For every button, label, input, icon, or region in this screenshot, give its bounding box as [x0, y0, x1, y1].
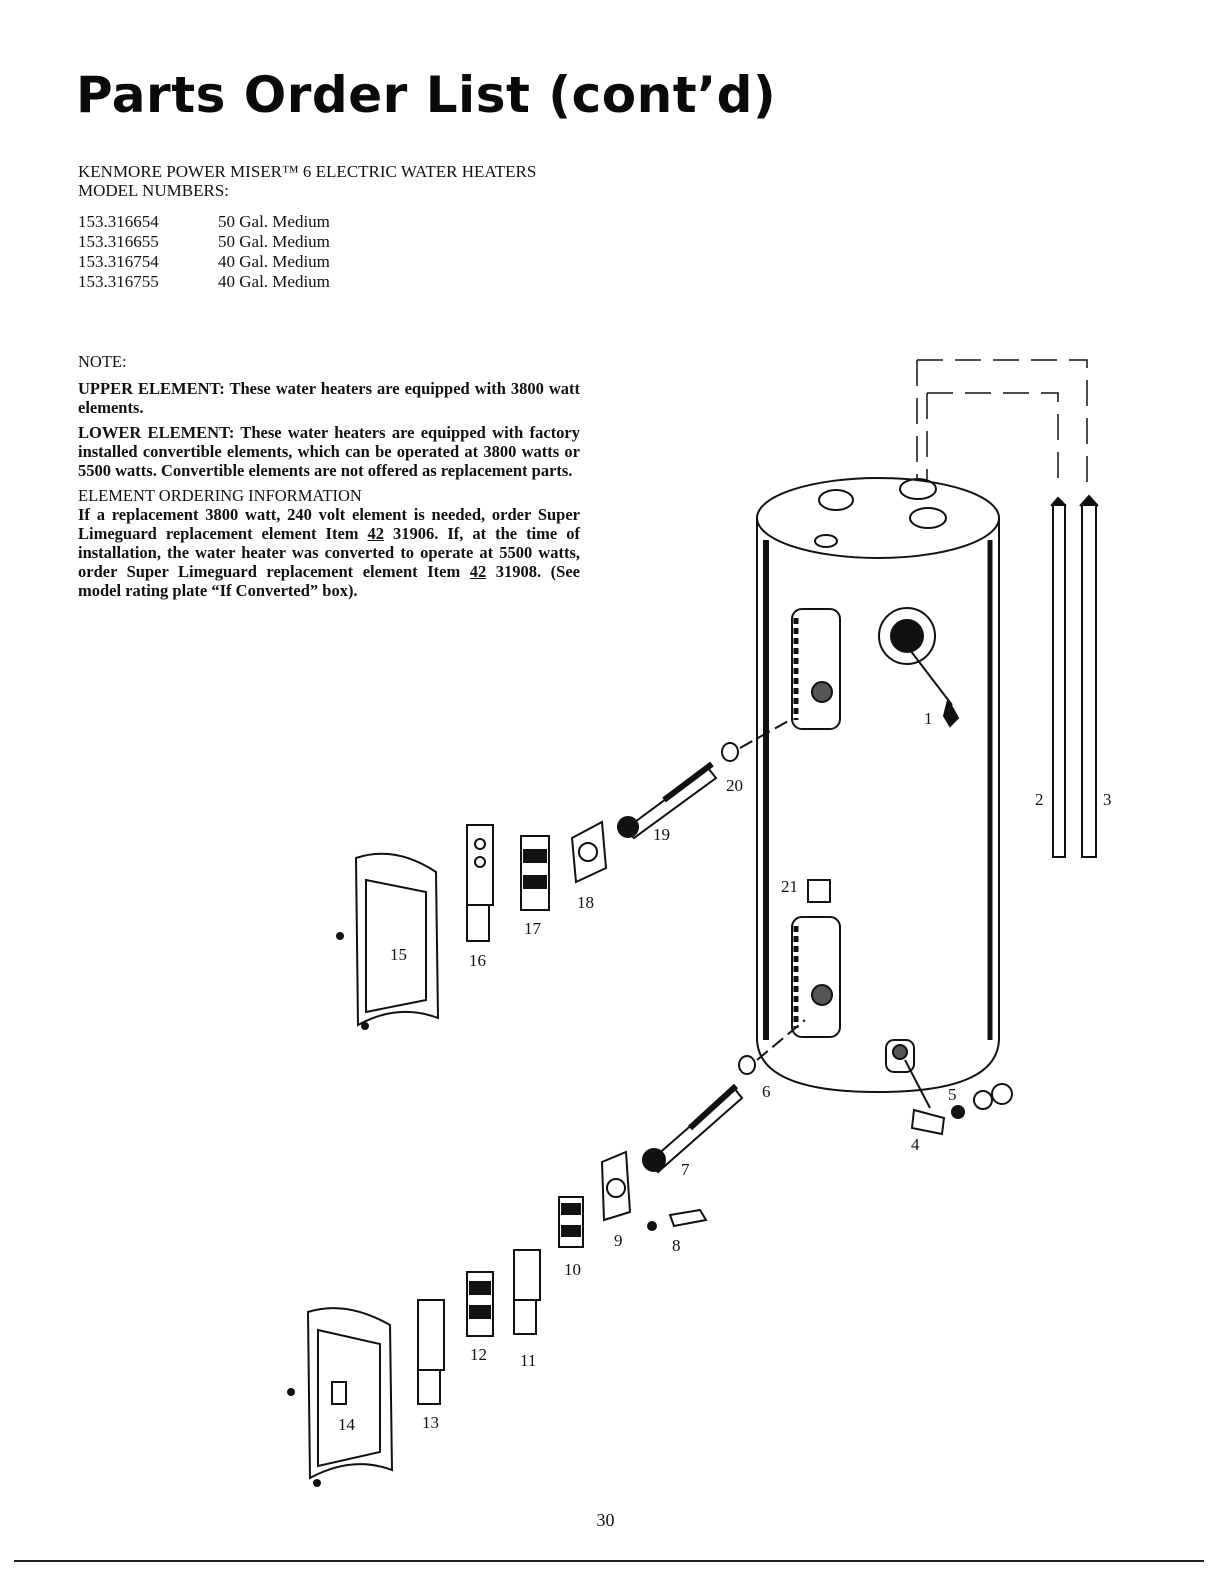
- ordering-text-2: 31906. If, at the time of installation, …: [78, 524, 580, 581]
- model-list: 153.316654 50 Gal. Medium 153.316655 50 …: [78, 212, 330, 292]
- part-label: 17: [524, 919, 542, 938]
- model-row: 153.316654 50 Gal. Medium: [78, 212, 330, 232]
- ordering-text-1: If a replacement 3800 watt, 240 volt ele…: [78, 505, 580, 543]
- upper-access-opening: [791, 608, 841, 730]
- access-cover: [306, 1307, 394, 1480]
- model-desc: 40 Gal. Medium: [218, 272, 330, 291]
- product-name: KENMORE POWER MISER™ 6 ELECTRIC WATER HE…: [78, 162, 537, 181]
- page-title: Parts Order List (cont’d): [76, 66, 777, 124]
- upper-element-text: These water heaters are equipped with 38…: [78, 379, 580, 417]
- lower-element-title: LOWER ELEMENT:: [78, 423, 235, 442]
- lower-access-opening: [791, 916, 841, 1038]
- model-number: 153.316754: [78, 252, 159, 271]
- part-label: 4: [911, 1135, 920, 1154]
- part-label: 16: [469, 951, 486, 970]
- model-row: 153.316754 40 Gal. Medium: [78, 252, 330, 272]
- model-row: 153.316755 40 Gal. Medium: [78, 272, 330, 292]
- part-label: 1: [924, 709, 933, 728]
- part-label: 11: [520, 1351, 536, 1370]
- part-label: 3: [1103, 790, 1112, 809]
- model-desc: 50 Gal. Medium: [218, 232, 330, 251]
- part-label: 5: [948, 1085, 957, 1104]
- part-label: 8: [672, 1236, 681, 1255]
- part-label: 15: [390, 945, 407, 964]
- part-label: 9: [614, 1231, 623, 1250]
- part-label: 20: [726, 776, 743, 795]
- ordering-item-number: 42: [367, 524, 385, 543]
- access-cover: [354, 852, 440, 1027]
- lower-element-text: These water heaters are equipped with fa…: [78, 423, 581, 480]
- part-label: 2: [1035, 790, 1044, 809]
- note-label: NOTE:: [78, 352, 127, 371]
- ordering-title: ELEMENT ORDERING INFORMATION: [78, 486, 362, 505]
- upper-element-title: UPPER ELEMENT:: [78, 379, 225, 398]
- part-label: 19: [653, 825, 670, 844]
- part-label: 12: [470, 1345, 487, 1364]
- model-row: 153.316655 50 Gal. Medium: [78, 232, 330, 252]
- note-section: NOTE: UPPER ELEMENT: These water heaters…: [78, 352, 580, 600]
- lower-element-note: LOWER ELEMENT: These water heaters are e…: [78, 423, 580, 480]
- part-label: 7: [681, 1160, 690, 1179]
- part-label: 18: [577, 893, 594, 912]
- anode-rod: [1052, 504, 1066, 858]
- model-number: 153.316755: [78, 272, 159, 291]
- model-number: 153.316654: [78, 212, 159, 231]
- model-number: 153.316655: [78, 232, 159, 251]
- ordering-info: ELEMENT ORDERING INFORMATION If a replac…: [78, 486, 580, 600]
- part-label: 13: [422, 1413, 439, 1432]
- upper-element-note: UPPER ELEMENT: These water heaters are e…: [78, 379, 580, 417]
- bottom-rule: [14, 1560, 1204, 1562]
- part-label: 14: [338, 1415, 356, 1434]
- part-label: 10: [564, 1260, 581, 1279]
- ordering-text-3: 31908. (See model rating plate “If Conve…: [78, 562, 580, 600]
- model-numbers-heading: MODEL NUMBERS:: [78, 181, 229, 200]
- product-heading: KENMORE POWER MISER™ 6 ELECTRIC WATER HE…: [78, 162, 536, 200]
- part-label: 21: [781, 877, 798, 896]
- model-desc: 50 Gal. Medium: [218, 212, 330, 231]
- part-label: 6: [762, 1082, 771, 1101]
- page-number: 30: [596, 1510, 615, 1530]
- anode-rod: [1081, 504, 1097, 858]
- ordering-item-number-2: 42: [469, 562, 487, 581]
- model-desc: 40 Gal. Medium: [218, 252, 330, 271]
